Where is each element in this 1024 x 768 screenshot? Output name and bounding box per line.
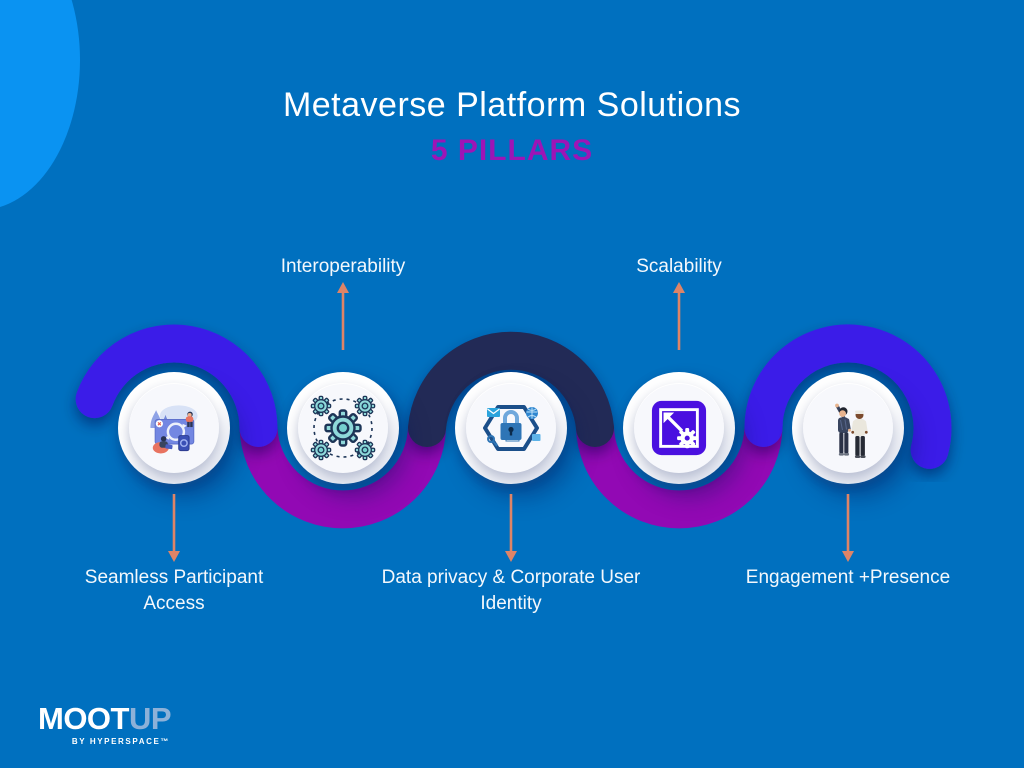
- pillar-label-data-privacy: Data privacy & Corporate User Identity: [381, 567, 641, 614]
- wave-bottom-arcs: [239, 409, 783, 529]
- pillar-circle-data-privacy: [455, 372, 567, 484]
- pillar-circle-inner: [634, 383, 724, 473]
- logo-moot: MOOT: [38, 701, 130, 736]
- participant-access-illustration: [150, 405, 198, 454]
- pillar-label-interoperability: Interoperability: [280, 256, 406, 277]
- pillar-label-engagement: Engagement +Presence: [745, 567, 951, 588]
- logo-up: UP: [129, 701, 172, 736]
- logo-wordmark: MOOTUP: [38, 701, 172, 736]
- connected-gears-icon: [310, 395, 376, 461]
- pillar-circle-interoperability: [287, 372, 399, 484]
- pillar-circle-inner: [803, 383, 893, 473]
- logo-tagline: BY HYPERSPACE™: [71, 737, 170, 746]
- arrow-up-icon: [337, 282, 349, 350]
- avatar-people-icon: [835, 403, 868, 458]
- arrow-down-icon: [168, 494, 180, 562]
- pillar-label-scalability: Scalability: [636, 256, 722, 277]
- wave-top-arcs: [75, 324, 952, 469]
- slide-title: Metaverse Platform Solutions: [282, 86, 742, 124]
- pillar-circle-inner: [129, 383, 219, 473]
- arrow-down-icon: [842, 494, 854, 562]
- slide-subtitle: 5 PILLARS: [430, 134, 594, 167]
- pillar-circle-inner: [298, 383, 388, 473]
- hexagon-padlock-icon: [483, 405, 541, 451]
- pillar-label-seamless-access: Seamless Participant Access: [84, 567, 264, 614]
- pillar-circle-inner: [466, 383, 556, 473]
- pillar-circle-seamless-access: [118, 372, 230, 484]
- pillar-circle-engagement: [792, 372, 904, 484]
- pillar-circle-scalability: [623, 372, 735, 484]
- mootup-logo: MOOTUP BY HYPERSPACE™: [38, 701, 172, 746]
- arrow-down-icon: [505, 494, 517, 562]
- arrow-up-icon: [673, 282, 685, 350]
- expand-arrow-gear-icon: [651, 400, 707, 456]
